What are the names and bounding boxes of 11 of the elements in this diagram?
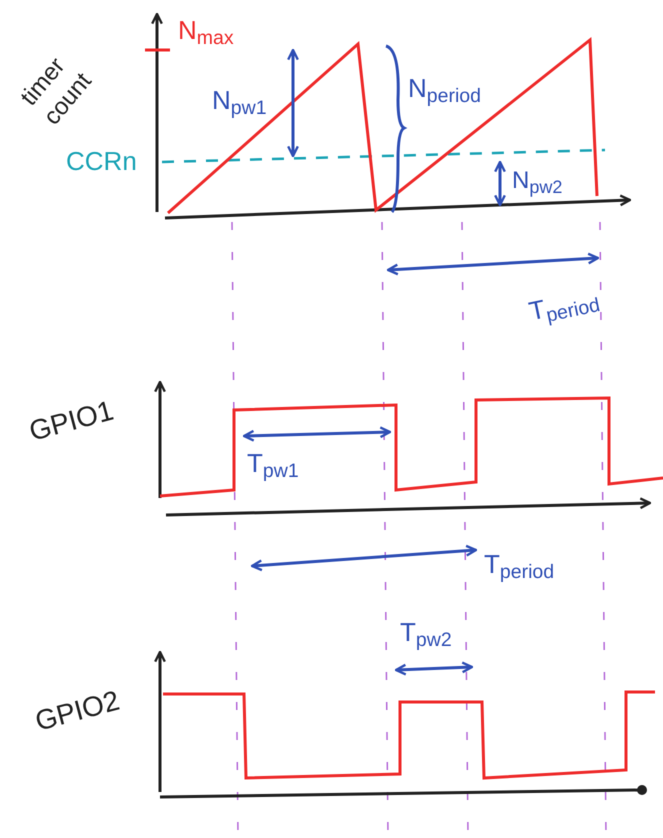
axis-label: N$_{pw2}$ (512, 166, 564, 196)
axis-label: T$_{pw2}$ (400, 616, 453, 648)
axis-label: T$_{period}$ (484, 548, 556, 580)
axis-label: N$_{period}$ (408, 72, 482, 104)
axis-label: N$_{max}$ (178, 14, 235, 46)
axis-label: T$_{pw1}$ (247, 447, 300, 480)
axis-label: GPIO1 (25, 394, 118, 449)
axis-label: CCRn (66, 145, 138, 178)
axis-label: T$_{period}$ (526, 292, 603, 328)
axis-label: N$_{pw1}$ (212, 84, 268, 116)
axis-label: GPIO2 (31, 684, 124, 739)
